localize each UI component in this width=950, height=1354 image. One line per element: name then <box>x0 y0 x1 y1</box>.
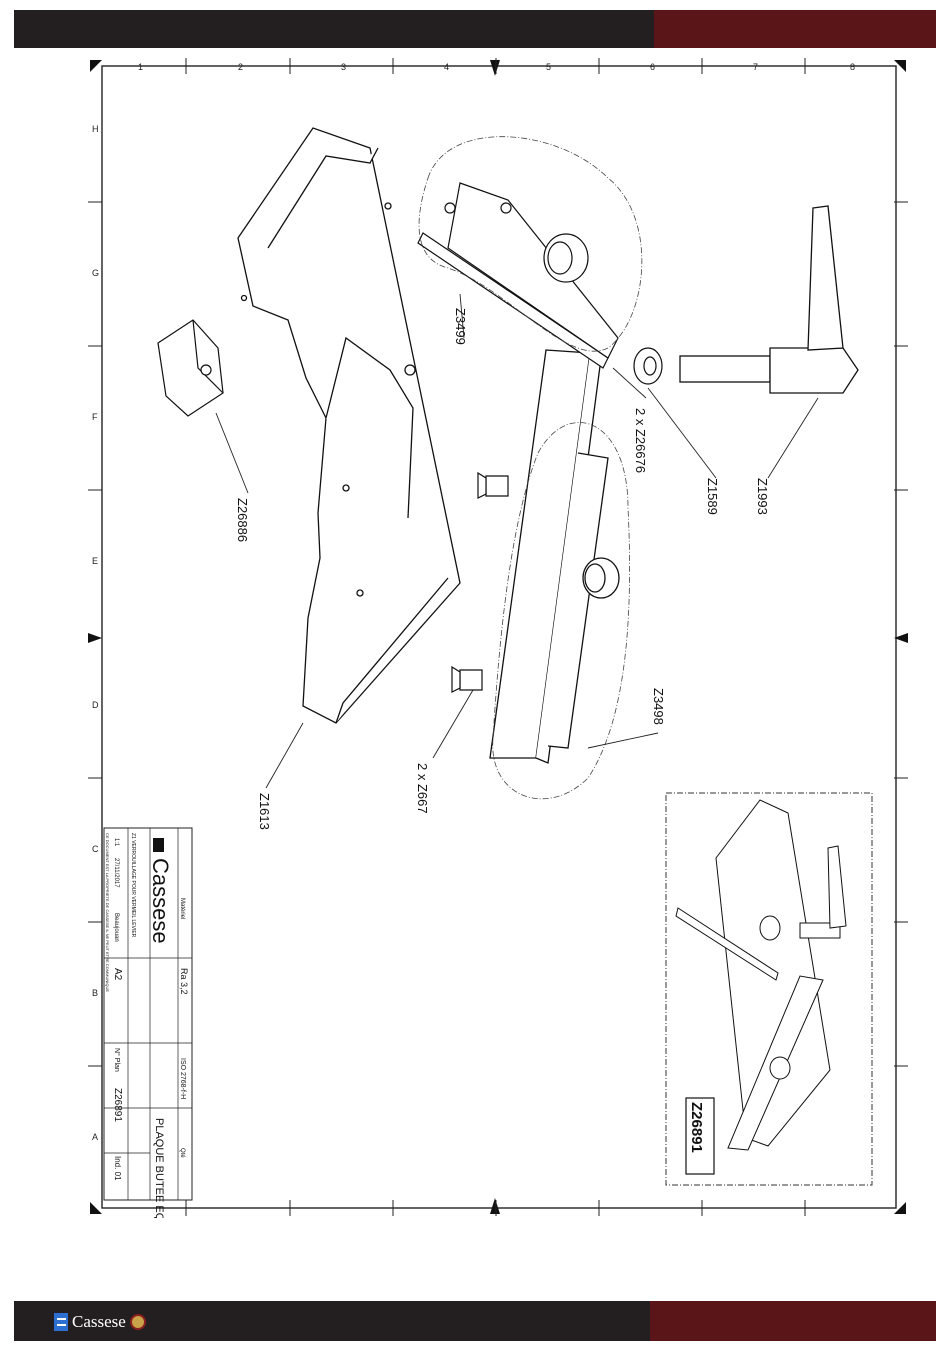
date: 27/11/2017 <box>113 858 119 888</box>
cassese-logo-icon <box>54 1313 68 1331</box>
sheet-format: A2 <box>112 968 123 981</box>
title-block-company: Cassese <box>148 858 173 944</box>
plate-z1613 <box>237 127 461 724</box>
rail-z3499 <box>417 182 619 369</box>
material-label: Matériel <box>179 898 185 919</box>
technical-drawing: 1 2 3 4 5 6 7 8 H G F E D C B A <box>88 58 908 1218</box>
zone-col-label: 5 <box>546 62 551 72</box>
washer <box>633 347 663 385</box>
zone-row-label: D <box>92 700 99 710</box>
header-bar-accent <box>654 10 936 48</box>
zone-row-label: E <box>92 556 98 566</box>
plan-number: Z26891 <box>112 1088 123 1122</box>
roughness: Ra 3,2 <box>179 968 189 995</box>
stop-rail-z3498 <box>489 349 620 764</box>
zone-col-label: 1 <box>138 62 143 72</box>
assembly-inset: Z26891 <box>665 792 873 1186</box>
zone-row-label: H <box>92 124 99 134</box>
confidentiality-note: CE DOCUMENT EST LA PROPRIETE DE CASSESE … <box>105 833 110 992</box>
header-bar-dark <box>14 10 654 48</box>
drawing-title: PLAQUE BUTEE EQUIPEE <box>153 1118 165 1218</box>
qty-label: Qté <box>179 1148 185 1158</box>
callout-z1589: Z1589 <box>705 478 720 515</box>
zone-col-label: 6 <box>650 62 655 72</box>
zone-row-label: G <box>92 268 99 278</box>
assembly-part-number: Z26891 <box>688 1102 705 1153</box>
leader-lines <box>215 293 819 789</box>
callout-z26886: Z26886 <box>235 498 250 542</box>
screw <box>451 471 509 693</box>
scale: 1:1 <box>113 838 119 847</box>
footer-brand-name: Cassese <box>72 1312 126 1331</box>
footer-bar-accent <box>650 1301 936 1341</box>
block-z26886 <box>157 319 224 417</box>
zone-row-label: B <box>92 988 98 998</box>
zone-row-label: A <box>92 1132 98 1142</box>
designer: Beaujouan <box>113 913 119 942</box>
plan-label: N° Plan <box>113 1048 121 1072</box>
footer-logo: Cassese <box>54 1309 146 1335</box>
center-marker-top <box>490 60 500 76</box>
title-block: Cassese PLAQUE BUTEE EQUIPEE Ra 3,2 ISO … <box>103 827 193 1218</box>
zone-col-label: 8 <box>850 62 855 72</box>
zone-row-label: C <box>92 844 99 854</box>
tolerance: ISO 2768-f-H <box>179 1058 186 1099</box>
lever-z1993 <box>679 205 859 394</box>
corner-marker <box>90 60 102 72</box>
callout-z26676: 2 x Z26676 <box>633 408 648 473</box>
zone-col-label: 2 <box>238 62 243 72</box>
footer-bar-dark <box>14 1301 650 1341</box>
callout-z1993: Z1993 <box>755 478 770 515</box>
callout-z1613: Z1613 <box>257 793 272 830</box>
seal-icon <box>129 1314 146 1330</box>
revision-index: Ind. 01 <box>113 1156 122 1181</box>
callout-z667: 2 x Z667 <box>415 763 430 814</box>
callout-z3498: Z3498 <box>651 688 666 725</box>
zone-col-label: 7 <box>753 62 758 72</box>
zone-col-label: 4 <box>444 62 449 72</box>
zone-col-label: 3 <box>341 62 346 72</box>
notes: Z1 VERROUILLAGE POUR VERMEIL LEVIER <box>130 833 136 938</box>
callout-z3499: Z3499 <box>453 308 468 345</box>
zone-row-label: F <box>92 412 98 422</box>
